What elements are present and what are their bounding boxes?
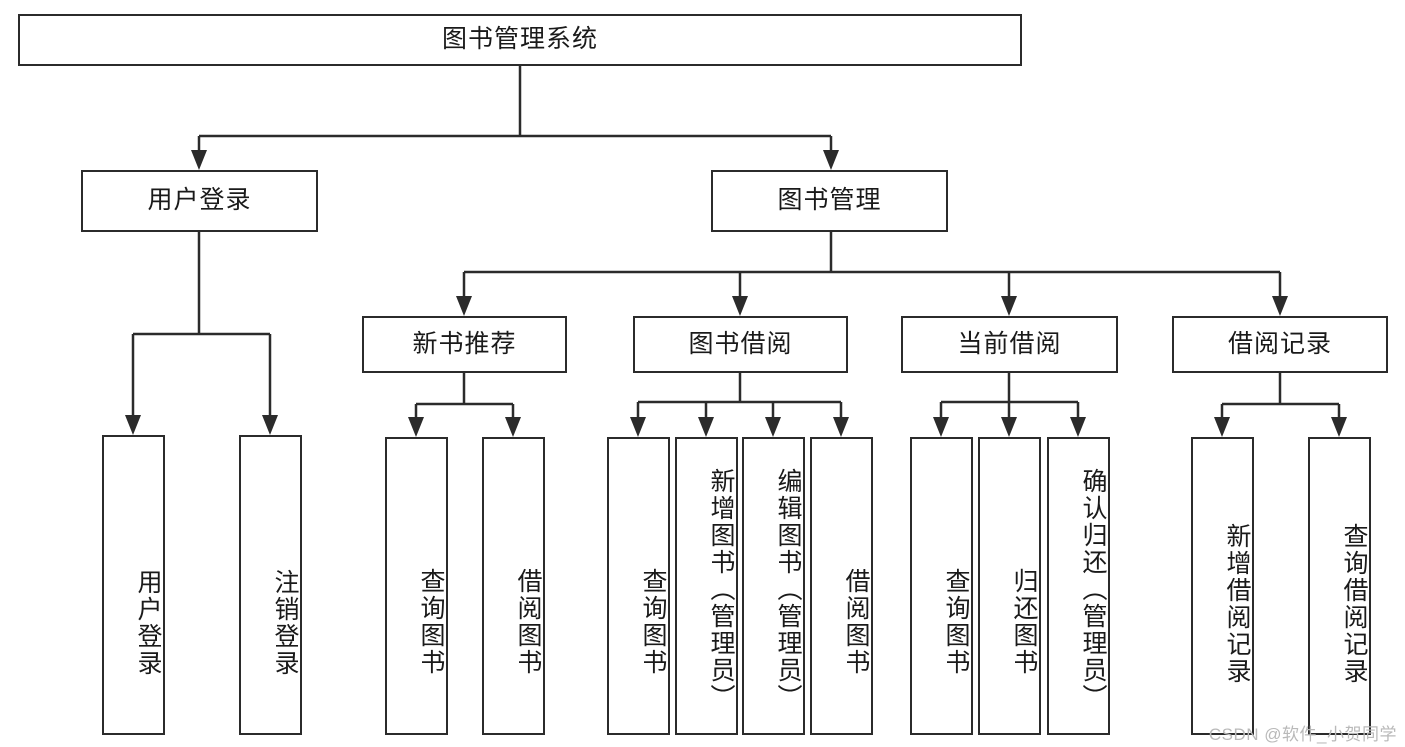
node-book-manage-label: 图书管理 [777,186,882,215]
leaf-logout-label: 注销登录 [271,568,299,677]
leaf-query-record-label: 查询借阅记录 [1340,522,1368,685]
arrow-to-leaf-query-book-1 [408,417,424,437]
leaf-user-login-label: 用户登录 [134,568,162,677]
node-borrow-record[interactable]: 借阅记录 [1172,316,1388,373]
leaf-user-login[interactable]: 用户登录 [102,435,165,735]
arrow-to-leaf-query-book-3 [933,417,949,437]
leaf-confirm-return-label: 确认归还（管理员） [1079,467,1107,711]
leaf-borrow-book-2[interactable]: 借阅图书 [810,437,873,735]
leaf-query-book-1-label: 查询图书 [417,568,445,676]
arrow-root-to-book-manage [823,150,839,170]
node-root-label: 图书管理系统 [441,25,598,54]
arrow-to-leaf-logout [262,415,278,435]
leaf-logout[interactable]: 注销登录 [239,435,302,735]
leaf-borrow-book-2-label: 借阅图书 [842,568,870,676]
leaf-confirm-return[interactable]: 确认归还（管理员） [1047,437,1110,735]
arrow-to-leaf-borrow-book-2 [833,417,849,437]
arrow-to-leaf-edit-book [765,417,781,437]
node-borrow-record-label: 借阅记录 [1227,329,1332,358]
node-new-book-rec-label: 新书推荐 [412,329,517,358]
arrow-root-to-user-login [191,150,207,170]
node-new-book-rec[interactable]: 新书推荐 [362,316,567,373]
leaf-return-book-label: 归还图书 [1010,568,1038,676]
leaf-add-book[interactable]: 新增图书（管理员） [675,437,738,735]
arrow-to-leaf-query-book-2 [630,417,646,437]
arrow-to-new-book-rec [456,296,472,316]
arrow-to-borrow-record [1272,296,1288,316]
arrow-to-leaf-query-record [1331,417,1347,437]
leaf-query-record[interactable]: 查询借阅记录 [1308,437,1371,735]
leaf-edit-book-label: 编辑图书（管理员） [774,467,802,711]
leaf-return-book[interactable]: 归还图书 [978,437,1041,735]
node-book-borrow[interactable]: 图书借阅 [633,316,848,373]
leaf-add-record-label: 新增借阅记录 [1223,522,1251,685]
leaf-add-record[interactable]: 新增借阅记录 [1191,437,1254,735]
arrow-to-leaf-add-book [698,417,714,437]
leaf-query-book-1[interactable]: 查询图书 [385,437,448,735]
arrow-to-leaf-borrow-book-1 [505,417,521,437]
node-user-login-label: 用户登录 [147,186,252,215]
leaf-borrow-book-1-label: 借阅图书 [514,568,542,676]
arrow-to-leaf-user-login [125,415,141,435]
leaf-query-book-3-label: 查询图书 [942,568,970,676]
node-book-manage[interactable]: 图书管理 [711,170,948,232]
leaf-add-book-label: 新增图书（管理员） [707,467,735,711]
leaf-query-book-2-label: 查询图书 [639,568,667,676]
node-root[interactable]: 图书管理系统 [18,14,1022,66]
node-book-borrow-label: 图书借阅 [688,329,793,358]
node-user-login[interactable]: 用户登录 [81,170,318,232]
arrow-to-leaf-return-book [1001,417,1017,437]
leaf-borrow-book-1[interactable]: 借阅图书 [482,437,545,735]
leaf-edit-book[interactable]: 编辑图书（管理员） [742,437,805,735]
arrow-to-current-borrow [1001,296,1017,316]
arrow-to-book-borrow [732,296,748,316]
csdn-watermark: CSDN @软件_小贺同学 [1208,725,1397,744]
leaf-query-book-3[interactable]: 查询图书 [910,437,973,735]
node-current-borrow-label: 当前借阅 [957,329,1062,358]
leaf-query-book-2[interactable]: 查询图书 [607,437,670,735]
node-current-borrow[interactable]: 当前借阅 [901,316,1118,373]
arrow-to-leaf-add-record [1214,417,1230,437]
arrow-to-leaf-confirm-return [1070,417,1086,437]
